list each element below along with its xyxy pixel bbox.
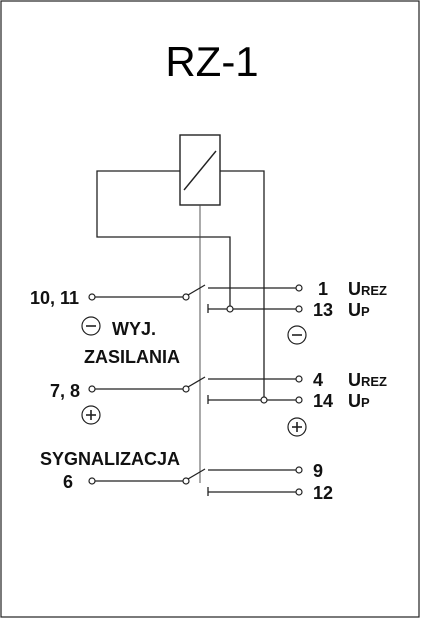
label-wyj: WYJ. <box>112 319 156 339</box>
terminal-4[interactable] <box>295 375 303 383</box>
input-label-7-8: 7, 8 <box>50 381 80 401</box>
input-terminal-6[interactable] <box>88 477 96 485</box>
contact-group-2 <box>88 375 303 404</box>
terminal-tag-4: UREZ <box>348 370 387 390</box>
input-label-10-11: 10, 11 <box>30 288 79 308</box>
input-terminal-7-8[interactable] <box>88 385 96 393</box>
input-label-6: 6 <box>63 472 73 492</box>
terminal-14[interactable] <box>295 396 303 404</box>
terminal-9[interactable] <box>295 466 303 474</box>
label-zasilania: ZASILANIA <box>84 347 180 367</box>
minus-symbol-left <box>81 316 101 336</box>
terminal-num-4: 4 <box>313 370 323 390</box>
input-terminal-10-11[interactable] <box>88 293 96 301</box>
terminal-tag-1: UREZ <box>348 279 387 299</box>
relay-coil <box>179 134 221 206</box>
terminal-12[interactable] <box>295 488 303 496</box>
terminal-num-14: 14 <box>313 391 333 411</box>
contact-group-3 <box>88 466 303 496</box>
terminal-num-13: 13 <box>313 300 333 320</box>
terminal-num-12: 12 <box>313 483 333 503</box>
terminal-tag-14: UP <box>348 391 370 411</box>
device-title: RZ-1 <box>165 38 258 85</box>
minus-symbol-right <box>287 325 307 345</box>
contact-group-1 <box>88 284 303 313</box>
terminal-labels: 1 UREZ 13 UP 4 UREZ 14 UP 9 12 <box>313 279 387 503</box>
terminal-tag-13: UP <box>348 300 370 320</box>
coil-wiring <box>96 170 265 399</box>
terminal-1[interactable] <box>295 284 303 292</box>
plus-symbol-left <box>81 405 101 425</box>
terminal-num-9: 9 <box>313 461 323 481</box>
plus-symbol-right <box>287 417 307 437</box>
label-sygnalizacja: SYGNALIZACJA <box>40 449 180 469</box>
terminal-13[interactable] <box>295 305 303 313</box>
terminal-num-1: 1 <box>318 279 328 299</box>
